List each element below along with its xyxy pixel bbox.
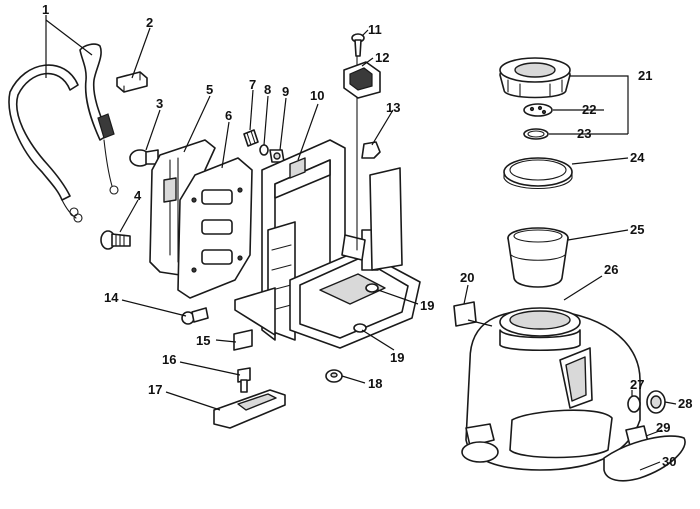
callout-6: 6 [225, 108, 232, 123]
part-27-o-ring [627, 395, 641, 413]
part-10-frame [234, 139, 346, 341]
part-25-strainer-basket [507, 227, 569, 288]
callout-28: 28 [678, 396, 692, 411]
callout-7: 7 [249, 77, 256, 92]
callout-16: 16 [162, 352, 176, 367]
part-17-clip [213, 389, 286, 429]
callout-labels: 1 2 3 4 5 6 7 8 9 10 11 12 13 14 15 16 1… [42, 2, 692, 469]
part-15-label [233, 329, 253, 351]
part-4-bolt [100, 230, 131, 250]
callout-27: 27 [630, 377, 644, 392]
callout-12: 12 [375, 50, 389, 65]
callout-20: 20 [460, 270, 474, 285]
callout-14: 14 [104, 290, 119, 305]
leader-lines [45, 15, 677, 471]
part-2-buckle [116, 71, 148, 93]
part-12-bracket [343, 61, 381, 99]
callout-19a: 19 [420, 298, 434, 313]
callout-11: 11 [368, 22, 382, 37]
callout-19b: 19 [390, 350, 404, 365]
part-23-o-ring [523, 128, 549, 140]
callout-8: 8 [264, 82, 271, 97]
part-7-spring [243, 129, 259, 147]
callout-25: 25 [630, 222, 644, 237]
callout-10: 10 [310, 88, 324, 103]
callout-5: 5 [206, 82, 213, 97]
part-21-tank-cap [499, 57, 571, 99]
part-30-cover-strip [603, 435, 686, 482]
callout-21: 21 [638, 68, 652, 83]
callout-9: 9 [282, 84, 289, 99]
part-16-bolt [237, 367, 251, 393]
callout-18: 18 [368, 376, 382, 391]
callout-26: 26 [604, 262, 618, 277]
part-1-shoulder-strap [8, 43, 119, 223]
callout-4: 4 [134, 188, 142, 203]
callout-30: 30 [662, 454, 676, 469]
callout-15: 15 [196, 333, 210, 348]
part-9-nut [269, 149, 285, 163]
part-24-gasket-ring [503, 157, 573, 190]
part-26-tank [461, 307, 641, 471]
part-18-nut [325, 369, 343, 383]
part-13-nut [361, 141, 381, 159]
part-22-filter-disc [523, 103, 553, 117]
part-8-washer [259, 144, 269, 156]
part-28-cap-nut [646, 390, 666, 414]
part-6-back-pad [177, 157, 253, 299]
part-20-label [453, 301, 477, 327]
callout-3: 3 [156, 96, 163, 111]
callout-23: 23 [577, 126, 591, 141]
callout-22: 22 [582, 102, 596, 117]
callout-17: 17 [148, 382, 162, 397]
part-14-bolt [181, 307, 209, 325]
callout-2: 2 [146, 15, 153, 30]
callout-13: 13 [386, 100, 400, 115]
callout-29: 29 [656, 420, 670, 435]
callout-24: 24 [630, 150, 645, 165]
part-3-knob-screw [129, 149, 159, 167]
part-base-tray [289, 167, 421, 349]
callout-1: 1 [42, 2, 49, 17]
